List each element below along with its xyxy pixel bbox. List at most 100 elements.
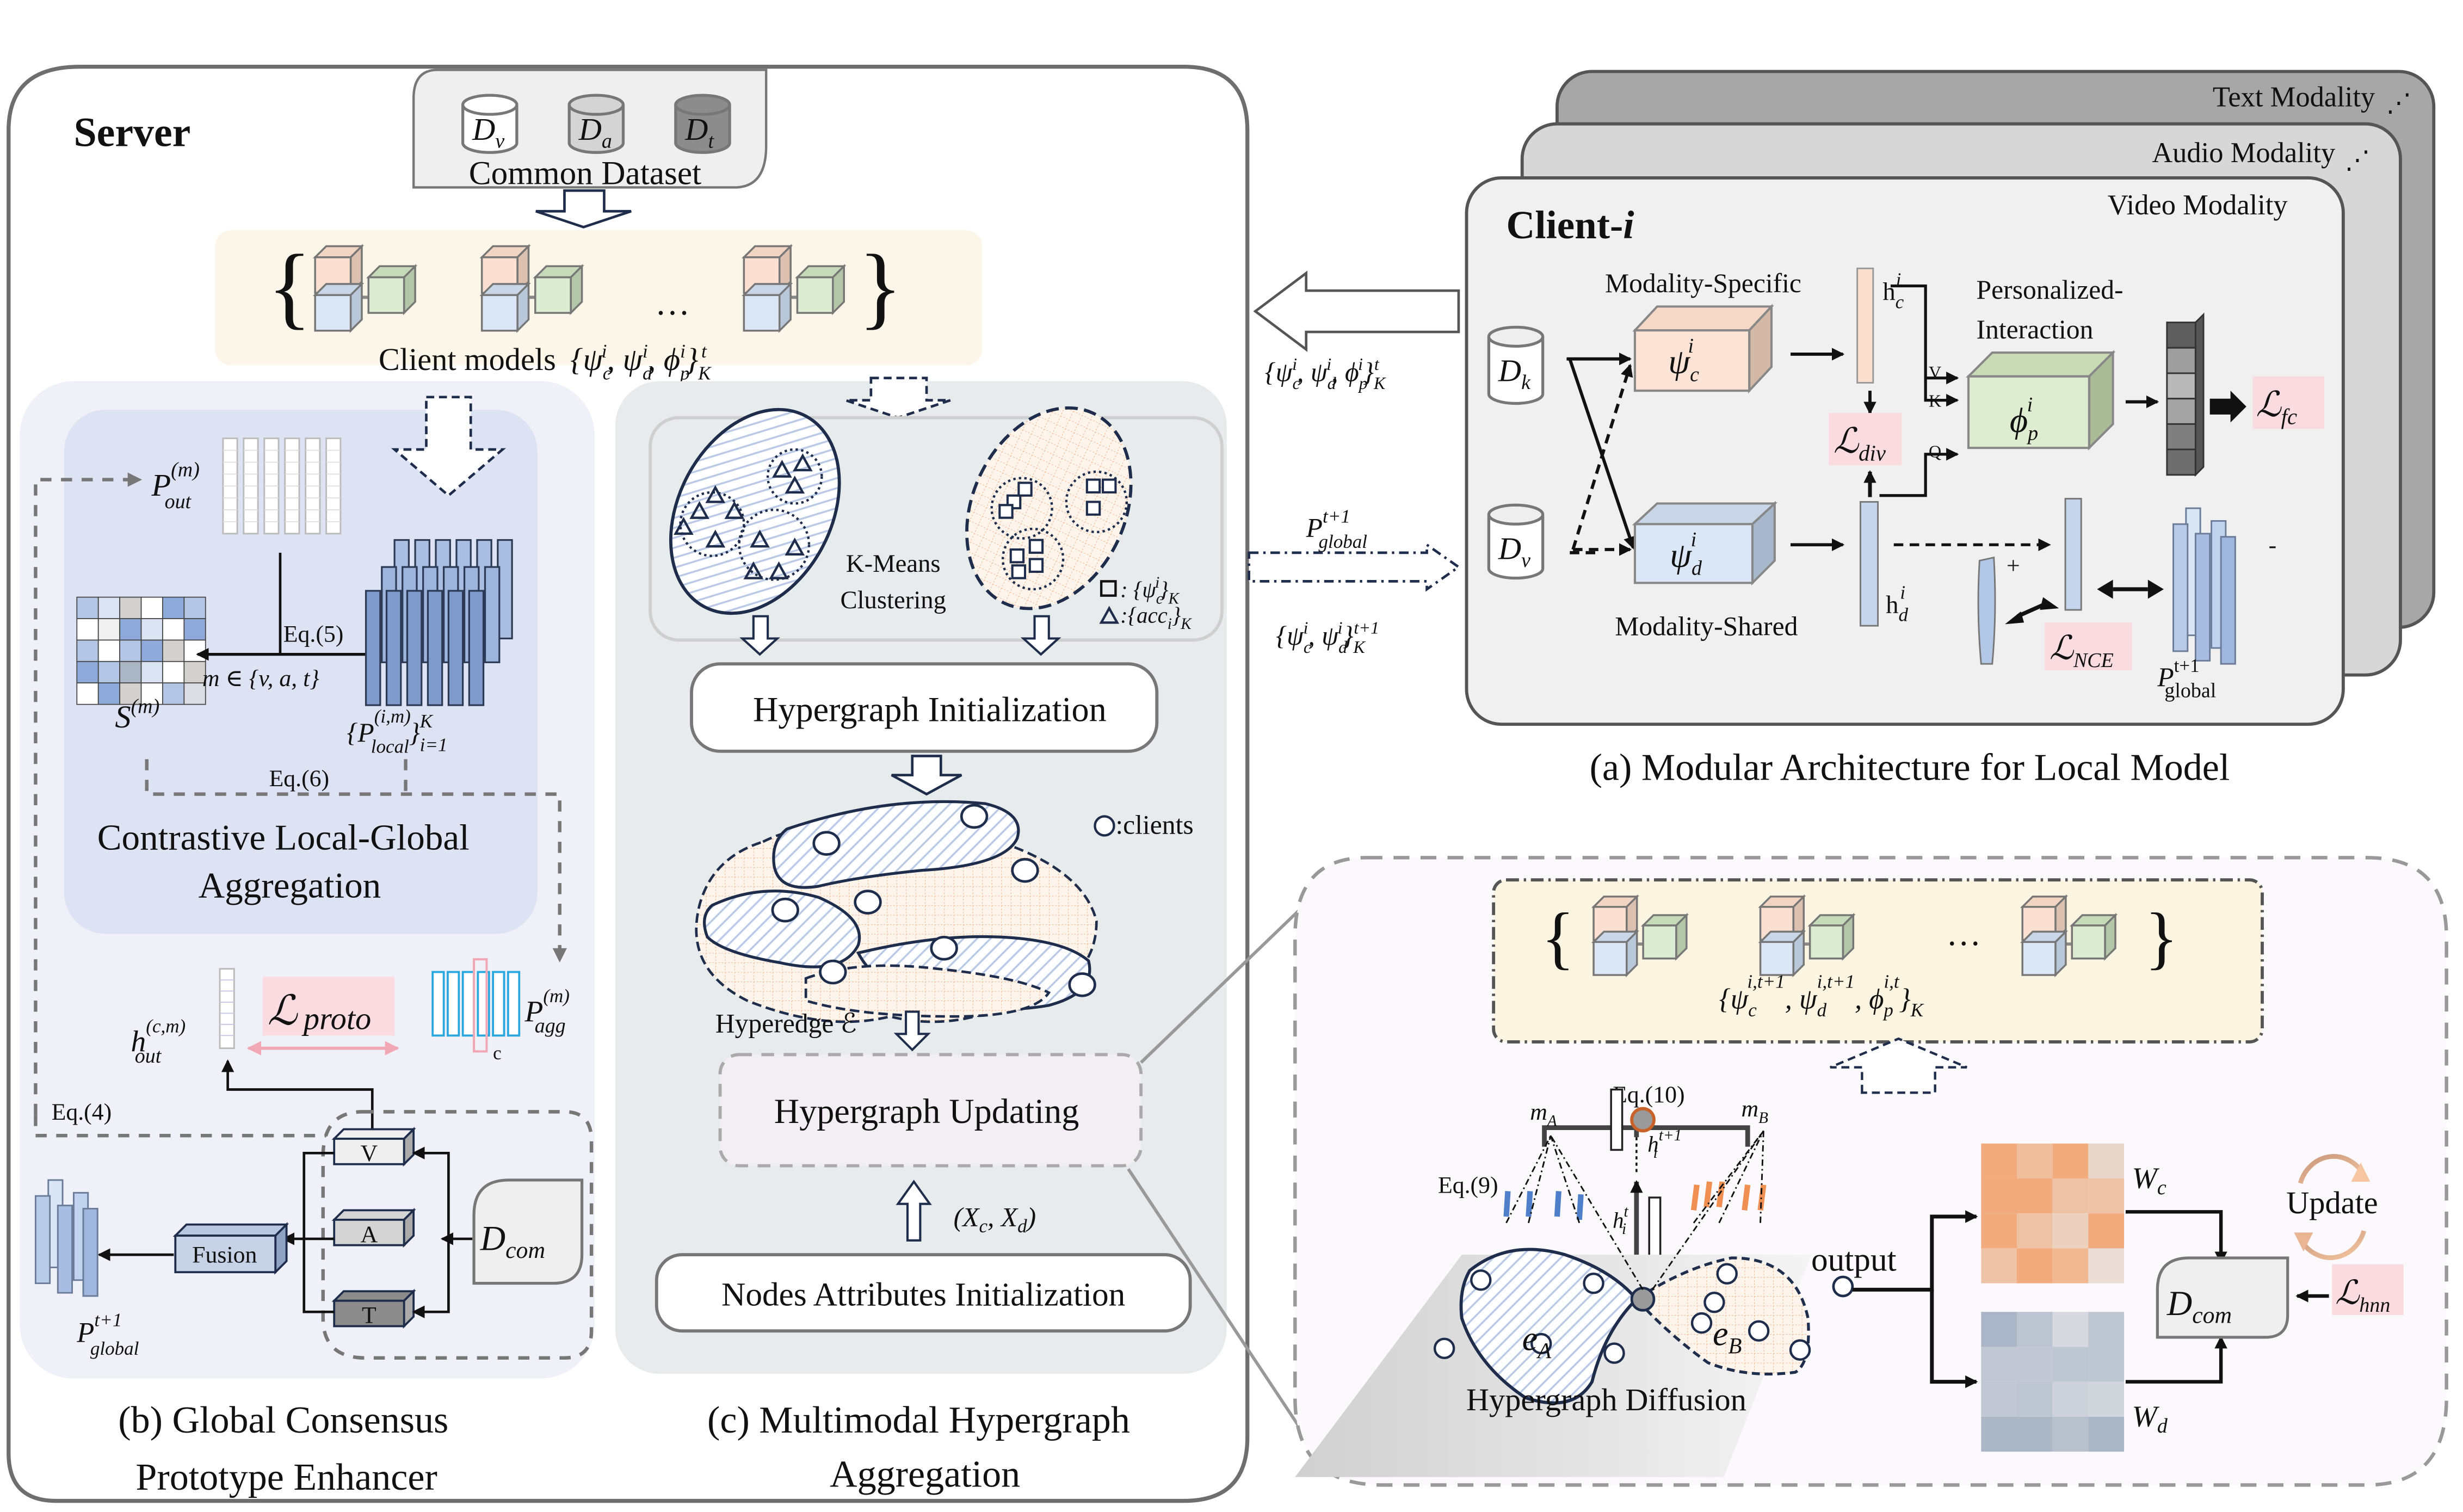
prototype-column [222,437,238,535]
square-point [1009,548,1025,564]
matrix-cell [183,618,206,641]
anchor-feature [2064,498,2082,611]
loss-nce-badge [2045,622,2132,670]
heatmap-cell [2052,1381,2089,1417]
output-cell [2166,372,2196,400]
heatmap-cell [2017,1248,2053,1283]
matrix-cell [119,682,142,705]
wd-label: Wd [2132,1399,2168,1437]
square-point [1028,539,1044,554]
heatmap-cell [1981,1178,2017,1214]
personalized-line2: Interaction [1977,314,2094,344]
brace-right: } [859,236,903,338]
triangle-point [785,537,805,556]
matrix-cell [183,639,206,662]
square-legend-icon [1100,580,1117,597]
diffusion-ellipsis: … [1946,914,1981,953]
matrix-cell [119,618,142,641]
update-cycle-icon: Update [2286,1154,2378,1260]
matrix-cell [97,661,120,684]
client-node [1011,857,1039,883]
graph-node [1748,1320,1770,1342]
up-arrow-icon [896,1180,932,1242]
matrix-cell [162,682,185,705]
h-out-column [219,968,235,1050]
encoder-label: A [361,1221,378,1248]
modality-set: m ∈ {v, a, t} [202,665,319,692]
prototype-column [385,590,402,706]
heatmap-cell [1981,1312,2017,1347]
loss-fc-badge [2252,376,2324,429]
client-node [819,959,847,985]
upload-arrow-icon [1253,270,1460,352]
svg-text:Dk: Dk [1498,353,1531,394]
heatmap-cell [2088,1416,2125,1452]
client-panel: Text Modality ⋰ Audio Modality ⋰ Video M… [1465,70,2436,788]
d-com-label-diffusion: Dcom [2166,1284,2232,1329]
matrix-cell [162,661,185,684]
matrix-cell [162,596,185,619]
down-arrow-icon [891,755,962,796]
graph-node [1530,1332,1552,1355]
heatmap-cell [1981,1416,2017,1452]
q-label: Q [1929,442,1941,461]
message-arrow-a [1576,1194,1584,1220]
down-arrow-icon [1020,615,1061,656]
svg-text:}: } [2145,899,2178,976]
eq5-label: Eq.(5) [283,621,344,647]
panel-b-global-consensus: P(m)out S(m) Eq.(5) m ∈ {v, a, t} {P(i,m… [20,381,595,1498]
graph-node [1789,1339,1811,1361]
graph-node [1603,1342,1625,1364]
hypergraph-diffusion-panel: { } … {ψci,t+1, ψdi,t+1, ϕpi,t}K Eq.(10)… [1293,856,2448,1487]
hyperedge-label: Hyperedge ℰ [715,1008,857,1038]
prototype-agg-columns [431,958,521,1053]
matrix-cell [140,682,163,705]
heatmap-cell [1981,1381,2017,1417]
svg-text:ψci: ψci [1668,335,1699,386]
updated-node [1630,1107,1656,1133]
updated-model-cube-2 [2020,894,2118,978]
client-models-label: Client models {ψci, ψdi, ϕpi}Kt [379,341,712,384]
triangle-point [743,561,764,579]
matrix-cell [140,618,163,641]
eq9-label: Eq.(9) [1438,1172,1498,1198]
panel-b-caption-line2: Prototype Enhancer [135,1457,437,1498]
contrastive-title-line2: Aggregation [199,865,381,905]
fusion-box: Fusion [172,1222,289,1275]
triangle-points [674,453,813,579]
client-caption: (a) Modular Architecture for Local Model [1590,746,2230,788]
h-out-label: h(c,m)out [131,1015,186,1067]
matrix-cell [97,682,120,705]
d-com-label: Dcom [480,1219,545,1263]
kmeans-line1: K-Means [846,550,941,578]
down-arrow-icon [739,615,780,656]
dashed-up-arrow-icon [1830,1037,1967,1094]
heatmap-cell [2017,1143,2053,1178]
matrix-cell [76,682,99,705]
heatmap-cell [2088,1248,2125,1283]
heatmap-cell [2017,1381,2053,1417]
prototype-column [263,437,280,535]
svg-text:⋰: ⋰ [2345,146,2371,174]
prototype-column [447,590,464,706]
triangle-legend-icon [1099,606,1120,624]
h-current-vector [1648,1196,1662,1259]
dashdot-line [1550,1135,1644,1291]
loss-div-label: ℒdiv [1834,422,1886,466]
triangle-point [705,529,726,548]
feedback-dashed-arrow [34,472,142,1115]
encoder-box-t: T [331,1288,416,1329]
square-point [1011,564,1027,579]
text-modality-label: Text Modality [2213,82,2375,113]
dashed-down-arrow-icon [845,377,951,419]
svg-text:⋰: ⋰ [2386,89,2412,117]
svg-text:Dv: Dv [1498,531,1530,572]
matrix-cell [140,661,163,684]
updated-model-cube-0 [1591,894,1689,978]
upload-label: {ψci, ψdi, ϕpi}Kt [1265,354,1386,393]
k-label: K [1929,391,1941,410]
heatmap-cell [2088,1213,2125,1249]
matrix-cell [162,618,185,641]
